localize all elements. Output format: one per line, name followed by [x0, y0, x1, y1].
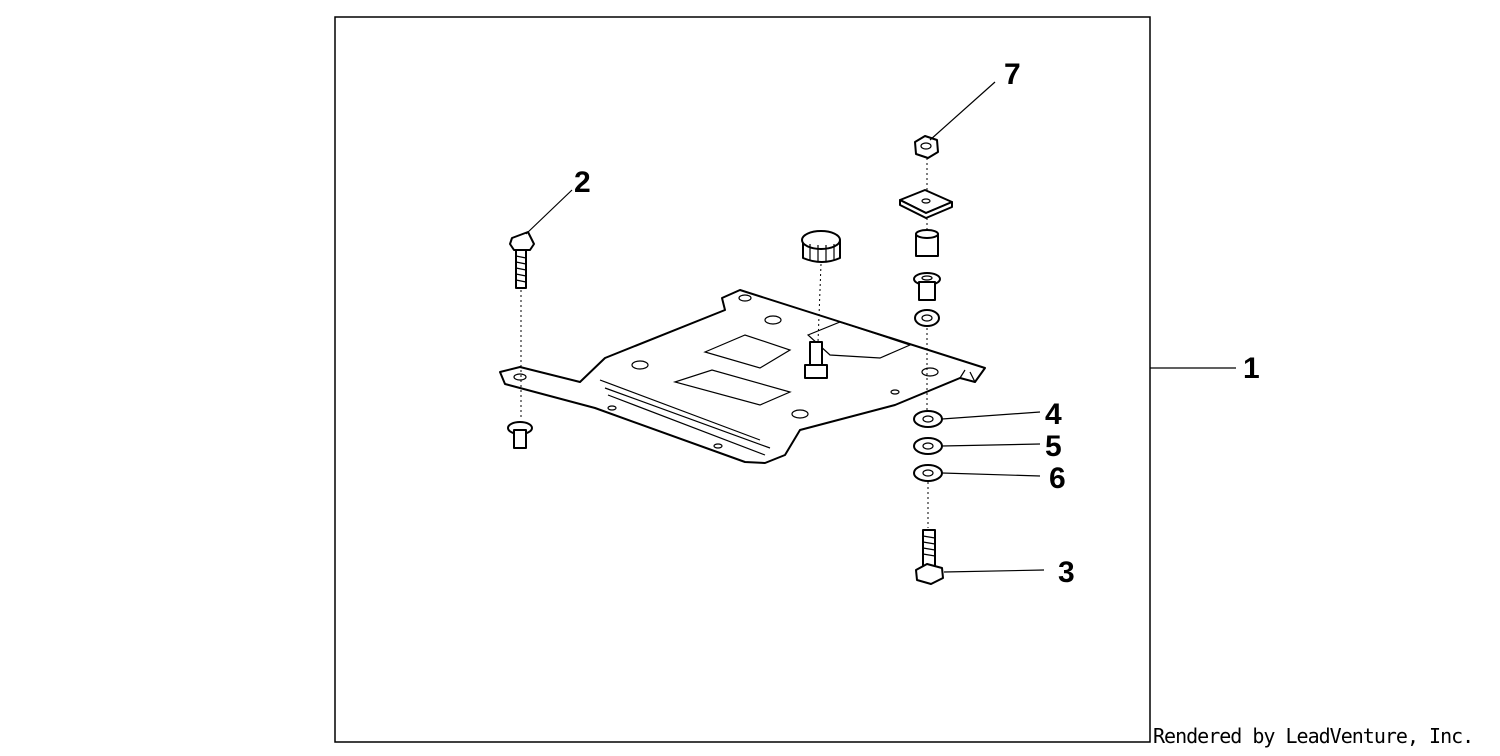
callout-2: 2 — [574, 166, 591, 199]
callout-6-leader — [941, 472, 1041, 477]
diagram-frame — [334, 16, 1151, 743]
callout-2-leader — [525, 189, 573, 235]
callout-3-leader — [943, 569, 1045, 573]
callout-5-leader — [941, 443, 1041, 447]
callout-4-leader — [941, 411, 1041, 420]
callout-3: 3 — [1058, 556, 1075, 589]
mounting-plate — [499, 289, 986, 464]
bolt-2 — [507, 231, 535, 449]
callout-6: 6 — [1049, 462, 1066, 495]
latch-knob — [801, 230, 841, 343]
callout-7-leader — [929, 81, 996, 141]
callout-5: 5 — [1045, 430, 1062, 463]
credit-text: Rendered by LeadVenture, Inc. — [1153, 724, 1474, 748]
callout-7: 7 — [1004, 58, 1021, 91]
callout-1: 1 — [1243, 352, 1260, 385]
fastener-stack — [899, 135, 953, 585]
callout-4: 4 — [1045, 398, 1062, 431]
